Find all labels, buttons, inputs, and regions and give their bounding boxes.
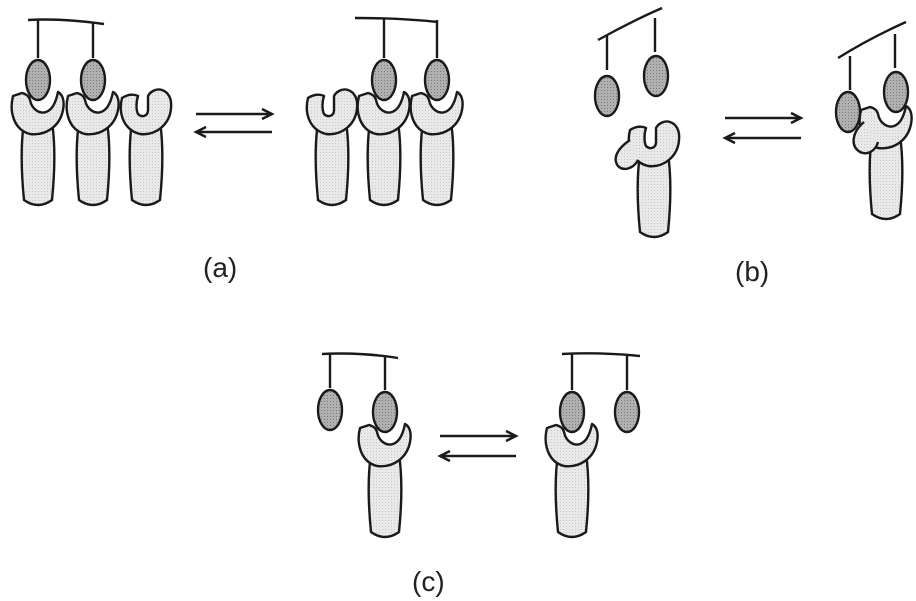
panel-a-left-complex xyxy=(10,18,173,207)
receptor-glyph xyxy=(65,90,120,207)
receptor-glyph xyxy=(357,422,412,539)
receptor-glyph xyxy=(544,422,599,539)
receptor-glyph xyxy=(409,90,464,207)
ligand-glyph xyxy=(558,390,586,434)
panel-label-b: (b) xyxy=(735,256,770,287)
panel-b-left-complex xyxy=(593,6,681,239)
receptor-glyph xyxy=(305,88,359,207)
ligand-glyph xyxy=(370,58,398,102)
receptor-glyph xyxy=(10,90,65,207)
panel-c-left-complex xyxy=(316,352,412,539)
ligand-glyph xyxy=(316,388,344,432)
panel-a-right-complex xyxy=(305,16,464,207)
panel-c-right-complex xyxy=(544,352,641,539)
ligand-glyph xyxy=(882,70,910,114)
equilibrium-arrows-a xyxy=(194,107,274,139)
receptor-glyph xyxy=(119,88,173,207)
panel-label-a: (a) xyxy=(203,252,238,283)
receptor-glyph xyxy=(627,120,681,239)
ligand-glyph xyxy=(371,390,399,434)
ligand-glyph xyxy=(423,58,451,102)
ligand-glyph xyxy=(834,90,862,134)
ligand-glyph xyxy=(613,390,641,434)
equilibrium-arrows-b xyxy=(723,111,803,145)
receptor-glyph xyxy=(858,104,913,221)
receptor-glyph xyxy=(356,90,411,207)
equilibrium-arrows-c xyxy=(438,429,518,463)
ligand-glyph xyxy=(593,74,621,118)
panel-b-right-complex xyxy=(834,20,913,221)
ligand-glyph xyxy=(79,58,107,102)
ligand-glyph xyxy=(24,58,52,102)
ligand-glyph xyxy=(642,54,670,98)
panel-label-c: (c) xyxy=(412,566,445,597)
